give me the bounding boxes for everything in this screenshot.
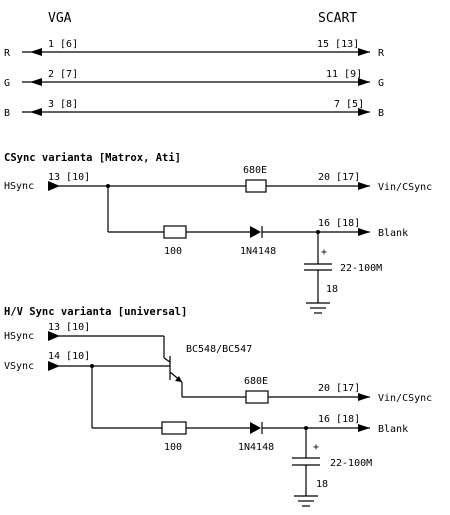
resistor-680e (245, 179, 267, 193)
cap-polarity: + (321, 247, 327, 258)
scart-pin: 15 [13] (317, 39, 359, 50)
transistor-bc548 (163, 356, 183, 383)
out-pin: 20 [17] (318, 383, 360, 394)
vsync-label: VSync (4, 361, 34, 372)
resistor-100 (161, 421, 187, 435)
hv-sync-circuit: H/V Sync varianta [universal] HSync 13 [… (4, 306, 432, 507)
signal-name-left: R (4, 48, 11, 59)
cap-value: 22-100M (340, 263, 382, 274)
cap-value: 22-100M (330, 458, 372, 469)
out-label: Vin/CSync (378, 182, 432, 193)
resistor-100 (163, 225, 187, 239)
transistor-label: BC548/BC547 (186, 344, 252, 355)
hsync-pin: 13 [10] (48, 322, 90, 333)
scart-header: SCART (318, 11, 357, 26)
signal-name-left: B (4, 108, 10, 119)
resistor-label: 680E (243, 165, 267, 176)
hv-title: H/V Sync varianta [universal] (4, 306, 187, 318)
signal-row-r: R 1 [6] 15 [13] R (4, 39, 385, 59)
ground-symbol (306, 302, 330, 314)
vga-pin: 2 [7] (48, 69, 78, 80)
vsync-pin: 14 [10] (48, 351, 90, 362)
signal-name-right: G (378, 78, 384, 89)
scart-pin: 11 [9] (326, 69, 362, 80)
hsync-pin: 13 [10] (48, 172, 90, 183)
diode-1n4148 (250, 422, 263, 434)
cap-polarity: + (313, 442, 319, 453)
vga-pin: 1 [6] (48, 39, 78, 50)
gnd-pin: 18 (316, 479, 328, 490)
signal-name-right: B (378, 108, 384, 119)
diode-label: 1N4148 (240, 246, 276, 257)
capacitor (292, 457, 320, 466)
ground-symbol (294, 495, 318, 507)
resistor-680e (245, 390, 269, 404)
blank-pin: 16 [18] (318, 414, 360, 425)
csync-title: CSync varianta [Matrox, Ati] (4, 152, 181, 164)
out-pin: 20 [17] (318, 172, 360, 183)
gnd-pin: 18 (326, 284, 338, 295)
blank-label: Blank (378, 228, 408, 239)
out-label: Vin/CSync (378, 393, 432, 404)
hsync-label: HSync (4, 181, 34, 192)
signal-name-left: G (4, 78, 10, 89)
resistor-label: 100 (164, 246, 182, 257)
signal-name-right: R (378, 48, 385, 59)
resistor-label: 680E (244, 376, 268, 387)
scart-pin: 7 [5] (334, 99, 364, 110)
blank-label: Blank (378, 424, 408, 435)
hsync-label: HSync (4, 331, 34, 342)
blank-pin: 16 [18] (318, 218, 360, 229)
vga-pin: 3 [8] (48, 99, 78, 110)
signal-row-b: B 3 [8] 7 [5] B (4, 99, 384, 119)
diode-1n4148 (250, 226, 263, 238)
vga-header: VGA (48, 11, 72, 26)
capacitor (304, 263, 332, 271)
signal-row-g: G 2 [7] 11 [9] G (4, 69, 384, 89)
diode-label: 1N4148 (238, 442, 274, 453)
resistor-label: 100 (164, 442, 182, 453)
csync-circuit: CSync varianta [Matrox, Ati] HSync 13 [1… (4, 152, 432, 314)
